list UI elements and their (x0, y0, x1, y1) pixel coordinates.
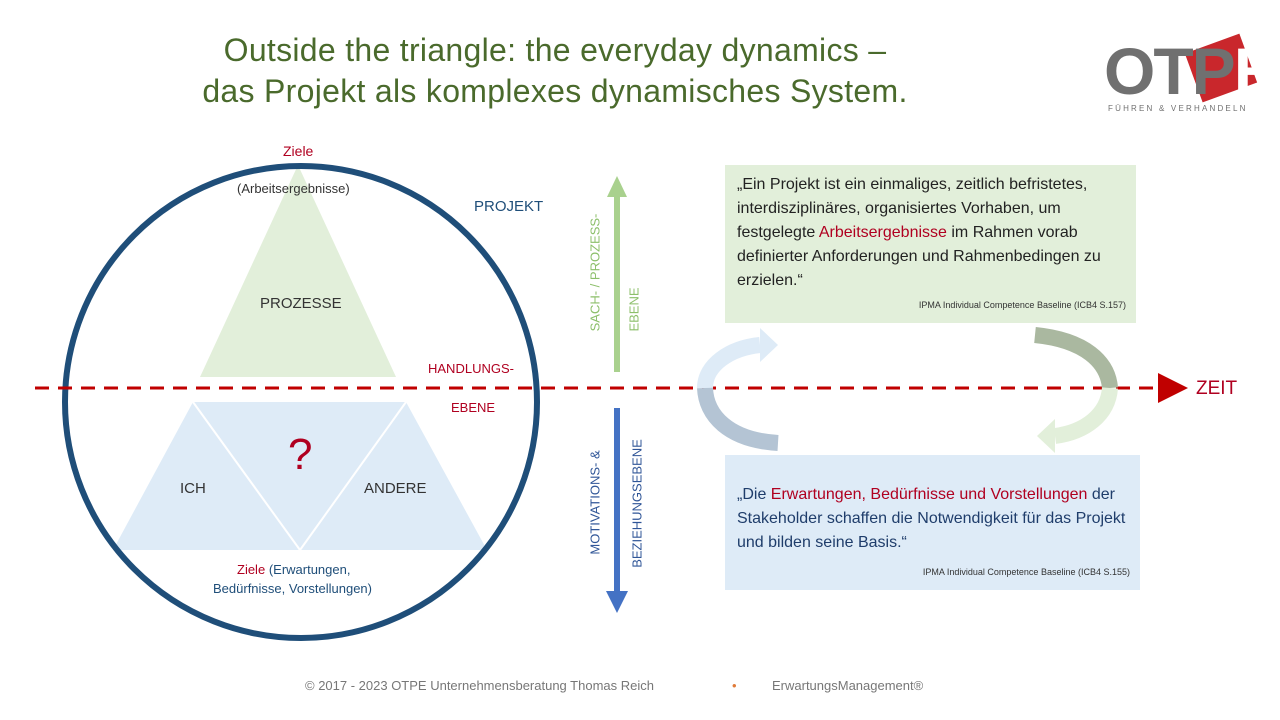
quote-top-source: IPMA Individual Competence Baseline (ICB… (918, 300, 1126, 310)
quote-bottom-text: „Die Erwartungen, Bedürfnisse und Vorste… (737, 463, 1128, 555)
quote-bottom-source: IPMA Individual Competence Baseline (ICB… (922, 567, 1130, 577)
cycle-arrow-lower-right-head (1037, 419, 1055, 453)
logo: OTPE (1104, 34, 1278, 108)
self-triangle (113, 402, 300, 550)
up-axis-label-1: SACH- / PROZESS- (587, 213, 603, 332)
quote-stakeholder-expectations: „Die Erwartungen, Bedürfnisse und Vorste… (725, 455, 1140, 590)
quote-top-highlight: Arbeitsergebnisse (818, 224, 947, 241)
footer-brand: ErwartungsManagement® (772, 678, 924, 693)
cycle-arrow-lower-left (697, 387, 779, 451)
footer-bullet: • (732, 678, 737, 693)
others-triangle (300, 402, 487, 550)
goals-bottom-label: Ziele (237, 562, 266, 577)
others-label: ANDERE (364, 480, 427, 497)
goals-bottom-line-1: Ziele (Erwartungen, (237, 562, 350, 577)
project-label: PROJEKT (474, 198, 544, 215)
quote-bottom-after: der Stakeholder schaffen die Notwendigke… (737, 486, 1126, 551)
cycle-arrow-upper-left (697, 337, 762, 389)
quote-bottom-highlight: Erwartungen, Bedürfnisse und Vorstellung… (770, 486, 1088, 503)
process-triangle (200, 165, 396, 377)
down-arrow-head (606, 591, 628, 613)
quote-top-text: „Ein Projekt ist ein einmaliges, zeitlic… (737, 173, 1124, 293)
goals-top-label: Ziele (283, 143, 314, 159)
goals-bottom-sub1: (Erwartungen, (268, 562, 351, 577)
up-arrow-head (607, 176, 627, 197)
cycle-arrow-lower-right (1053, 386, 1118, 444)
down-axis-label-2: BEZIEHUNGSEBENE (629, 439, 645, 568)
divider-right (299, 401, 407, 551)
quote-project-definition: „Ein Projekt ist ein einmaliges, zeitlic… (725, 165, 1136, 323)
quote-bottom-before: „Die (737, 486, 771, 503)
question-mark: ? (288, 430, 313, 479)
action-level-label-1: HANDLUNGS- (428, 361, 514, 376)
goals-top-sub: (Arbeitsergebnisse) (237, 181, 350, 196)
footer-copyright: © 2017 - 2023 OTPE Unternehmensberatung … (305, 678, 654, 693)
goals-bottom-sub2: Bedürfnisse, Vorstellungen) (213, 581, 372, 596)
title-line-2: das Projekt als komplexes dynamisches Sy… (202, 73, 908, 109)
logo-e: E (1233, 34, 1278, 108)
divider-left (192, 401, 301, 551)
title-line-1: Outside the triangle: the everyday dynam… (223, 32, 887, 68)
time-label: ZEIT (1196, 378, 1238, 399)
project-circle (62, 163, 540, 641)
cycle-arrow-upper-right (1034, 327, 1118, 390)
processes-label: PROZESSE (260, 295, 342, 312)
logo-tp: TP (1153, 34, 1235, 108)
logo-o: O (1104, 34, 1155, 108)
page-title: Outside the triangle: the everyday dynam… (130, 30, 980, 112)
logo-tagline: FÜHREN & VERHANDELN (1108, 104, 1248, 113)
question-triangle (193, 402, 406, 550)
quote-top-after: im Rahmen vorab definierter Anforderunge… (737, 224, 1101, 289)
action-level-label-2: EBENE (451, 400, 496, 415)
down-axis-label-1: MOTIVATIONS- & (587, 450, 603, 555)
cycle-arrow-upper-left-head (760, 328, 778, 362)
self-label: ICH (180, 480, 206, 497)
up-axis-label-2: EBENE (626, 287, 642, 332)
quote-top-before: „Ein Projekt ist ein einmaliges, zeitlic… (737, 176, 1088, 241)
